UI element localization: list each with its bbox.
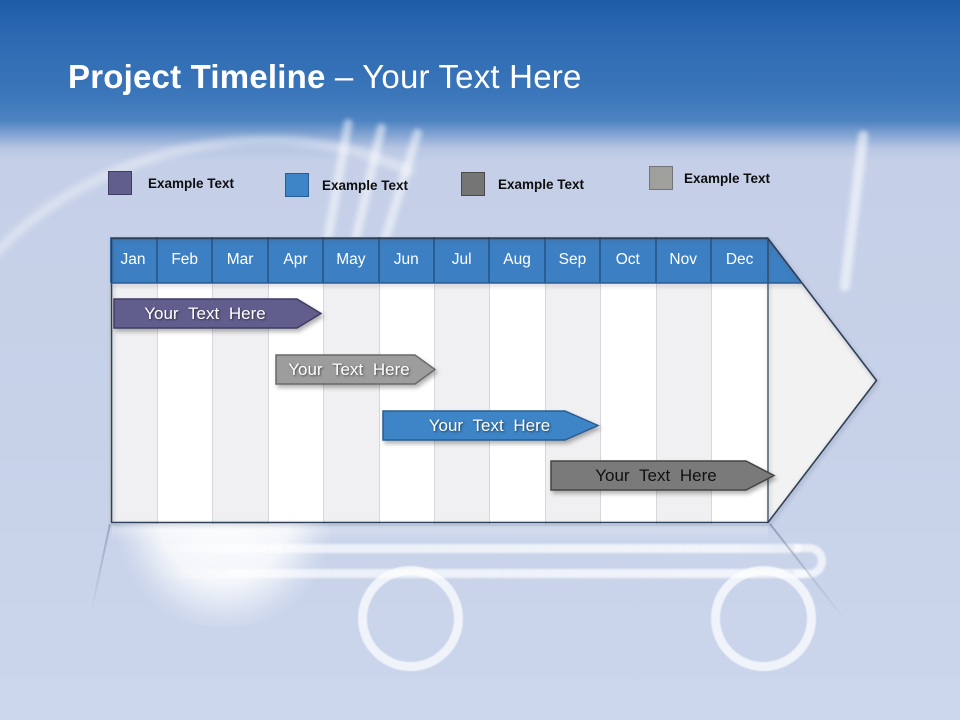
arrow-edge-reflection [769,523,845,620]
cart-watermark-rail [150,569,808,578]
month-cell-nov[interactable]: Nov [657,237,712,283]
cart-watermark-wheel [711,566,816,671]
title-bold-text: Project Timeline [68,58,326,95]
legend-item-4[interactable]: Example Text [649,166,770,190]
gantt-bar-1[interactable]: Your Text Here [113,298,323,329]
gantt-bar-2-label: Your Text Here [288,359,410,379]
gantt-bar-3-label: Your Text Here [428,415,551,435]
gantt-bar-2-shape [275,354,437,385]
gantt-bar-2[interactable]: Your Text Here [275,354,437,385]
cart-watermark-rail-turn [794,544,826,578]
table-edge-reflection [90,523,111,611]
gantt-bar-4-shape [550,460,776,491]
legend-item-2[interactable]: Example Text [285,173,408,197]
cart-watermark-wheel [358,566,463,671]
legend-swatch-blue [285,173,309,197]
legend-item-1[interactable]: Example Text [108,171,234,195]
month-cell-aug[interactable]: Aug [490,237,546,283]
legend-item-3[interactable]: Example Text [461,172,584,196]
month-cell-may[interactable]: May [324,237,380,283]
legend-swatch-dark-gray [461,172,485,196]
month-column-jun [379,283,435,524]
gantt-bar-4[interactable]: Your Text Here [550,460,776,491]
month-cell-apr[interactable]: Apr [269,237,325,283]
cart-watermark-rail [150,544,802,553]
month-cell-oct[interactable]: Oct [601,237,657,283]
legend-label: Example Text [684,170,771,186]
month-cell-feb[interactable]: Feb [158,237,214,283]
month-header-band: Jan Feb Mar Apr May Jun Jul Aug Sep Oct … [110,237,877,283]
legend-swatch-purple [108,171,132,195]
month-cell-sep[interactable]: Sep [546,237,602,283]
gantt-bar-3-shape [382,410,600,441]
month-cell-dec[interactable]: Dec [725,251,754,268]
legend-label: Example Text [322,177,409,193]
month-header-row: Jan Feb Mar Apr May Jun Jul Aug Sep Oct … [110,237,768,283]
legend-label: Example Text [148,175,235,191]
legend-label: Example Text [498,176,585,192]
gantt-bar-4-label: Your Text Here [595,465,717,485]
gantt-bar-3[interactable]: Your Text Here [382,410,600,441]
month-cell-jul[interactable]: Jul [435,237,491,283]
month-column-aug [490,283,546,524]
slide-title[interactable]: Project Timeline – Your Text Here [68,58,582,96]
table-reflection [112,526,768,542]
month-column-jul [434,283,491,524]
title-regular-text: – Your Text Here [325,58,582,95]
gantt-bar-1-shape [113,298,323,329]
timeline-gantt: Jan Feb Mar Apr May Jun Jul Aug Sep Oct … [110,237,880,524]
month-cell-jan[interactable]: Jan [110,237,158,283]
month-cell-jun[interactable]: Jun [380,237,435,283]
gantt-bar-1-label: Your Text Here [144,303,266,323]
month-cell-mar[interactable]: Mar [213,237,269,283]
legend-swatch-gray [649,166,673,190]
month-column-may [324,283,380,524]
